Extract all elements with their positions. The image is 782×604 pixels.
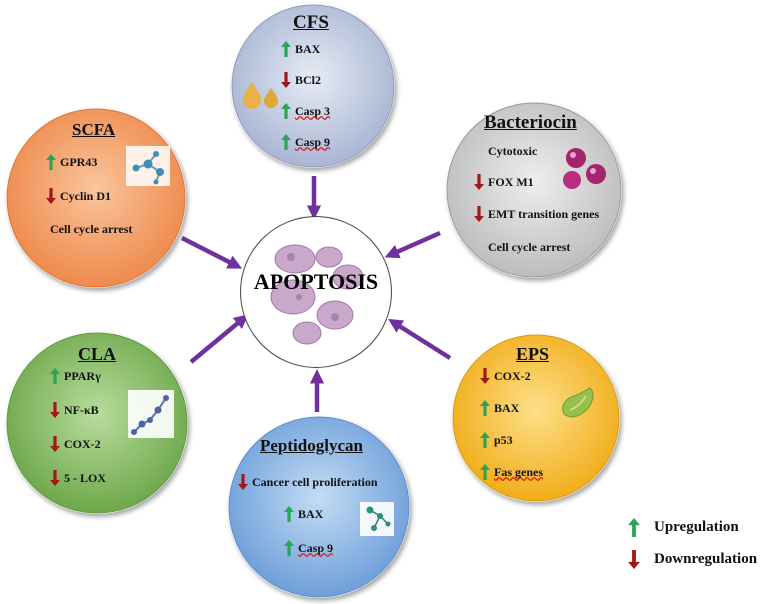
down-arrow-icon (628, 550, 640, 569)
arrow-scfa-to-center (180, 235, 243, 269)
cla-item-cox2: COX-2 (50, 436, 101, 452)
cfs-item-bcl2: BCl2 (281, 72, 321, 88)
scfa-title: SCFA (72, 120, 116, 139)
cla-node-fill (6, 332, 188, 514)
center-label: APOPTOSIS (253, 269, 379, 294)
peptidoglycan-item-proliferation: Cancer cell proliferation (238, 474, 378, 490)
bacterium-icon (562, 387, 594, 418)
eps-node: EPS COX-2 BAX p53 Fas genes (452, 334, 620, 502)
up-arrow-icon (46, 154, 56, 170)
arrow-cla-to-center (189, 314, 249, 364)
arrow-eps-to-center (388, 318, 452, 360)
peptide-molecule-icon (360, 502, 394, 536)
scfa-item-cyclin-d1: Cyclin D1 (46, 188, 111, 204)
cfs-item-casp3: Casp 3 (281, 103, 330, 119)
bacteriocin-note-bottom: Cell cycle arrest (488, 240, 571, 254)
eps-item-bax: BAX (480, 400, 519, 416)
up-arrow-icon (281, 41, 291, 57)
bacteriocin-note-top: Cytotoxic (488, 144, 538, 158)
down-arrow-icon (46, 188, 56, 204)
down-arrow-icon (480, 368, 490, 384)
up-arrow-icon (281, 134, 291, 150)
cla-item-nfkb: NF-κB (50, 402, 99, 418)
cfs-item-bax: BAX (281, 41, 320, 57)
down-arrow-icon (474, 206, 484, 222)
up-arrow-icon (281, 103, 291, 119)
arrow-bacteriocin-to-center (384, 230, 441, 259)
cla-item-ppar: PPARγ (50, 368, 101, 384)
bacteriocin-item-fox-m1: FOX M1 (474, 174, 534, 190)
up-arrow-icon (284, 540, 294, 556)
peptidoglycan-node: Peptidoglycan Cancer cell proliferation … (228, 416, 410, 598)
down-arrow-icon (50, 402, 60, 418)
up-arrow-icon (284, 506, 294, 522)
peptidoglycan-item-bax: BAX (284, 506, 323, 522)
eps-title: EPS (516, 344, 550, 364)
down-arrow-icon (474, 174, 484, 190)
droplets-icon (243, 82, 278, 109)
center-apoptosis-circle: APOPTOSIS (240, 216, 392, 368)
eps-item-cox2: COX-2 (480, 368, 531, 384)
down-arrow-icon (281, 72, 291, 88)
chain-molecule-icon (128, 390, 174, 438)
legend-upregulation: Upregulation (628, 518, 739, 537)
bacteriocin-title: Bacteriocin (484, 112, 577, 133)
cfs-node-fill (231, 4, 395, 168)
cfs-title: CFS (293, 12, 329, 33)
cfs-node: CFS BAX BCl2 Casp 3 Casp 9 (231, 4, 395, 168)
up-arrow-icon (480, 400, 490, 416)
cell-icon (270, 244, 364, 345)
peptidoglycan-node-fill (228, 416, 410, 598)
up-arrow-icon (628, 518, 640, 537)
up-arrow-icon (480, 432, 490, 448)
bacteriocin-item-emt: EMT transition genes (474, 206, 599, 222)
up-arrow-icon (480, 464, 490, 480)
down-arrow-icon (238, 474, 248, 490)
bacteriocin-node-fill (446, 102, 622, 278)
legend-downregulation: Downregulation (628, 550, 757, 569)
scfa-item-gpr43: GPR43 (46, 154, 97, 170)
cla-item-5lox: 5 - LOX (50, 470, 106, 486)
scfa-note: Cell cycle arrest (50, 222, 133, 236)
eps-node-fill (452, 334, 620, 502)
eps-item-p53: p53 (480, 432, 513, 448)
cfs-item-casp9: Casp 9 (281, 134, 330, 150)
up-arrow-icon (50, 368, 60, 384)
eps-item-fas: Fas genes (480, 464, 543, 480)
bacteriocin-node: Bacteriocin Cytotoxic FOX M1 EMT transit… (446, 102, 622, 278)
peptidoglycan-item-casp9: Casp 9 (284, 540, 333, 556)
cla-node: CLA PPARγ NF-κB COX-2 5 - LOX (6, 332, 188, 514)
down-arrow-icon (50, 470, 60, 486)
down-arrow-icon (50, 436, 60, 452)
scfa-node: SCFA GPR43 Cyclin D1 Cell cycle arrest (6, 108, 186, 288)
spheres-icon (563, 148, 606, 189)
cla-title: CLA (78, 344, 117, 364)
molecule-icon (126, 146, 170, 186)
peptidoglycan-title: Peptidoglycan (260, 436, 363, 455)
